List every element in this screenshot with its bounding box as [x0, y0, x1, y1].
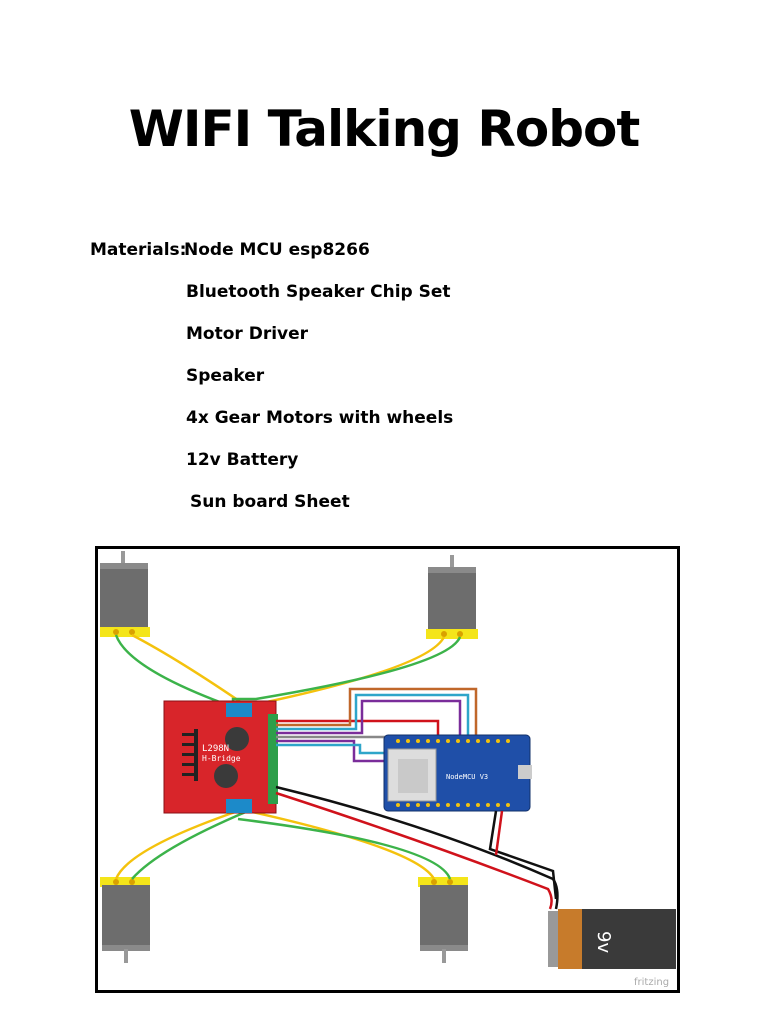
wiring-diagram-svg: L298N H-Bridge — [100, 551, 676, 988]
material-item: Bluetooth Speaker Chip Set — [186, 282, 451, 302]
driver-label-2: H-Bridge — [202, 754, 241, 763]
motor-bottom-right — [418, 877, 468, 963]
material-item: 12v Battery — [186, 450, 299, 470]
power-wires — [275, 785, 559, 910]
materials-label: Materials: — [90, 240, 187, 260]
material-item: Node MCU esp8266 — [184, 240, 370, 260]
motor-wires — [114, 633, 462, 880]
material-item: Motor Driver — [186, 324, 309, 344]
motor-bottom-left — [100, 877, 150, 963]
material-item: Speaker — [186, 366, 265, 386]
material-item: 4x Gear Motors with wheels — [186, 408, 454, 428]
driver-label-1: L298N — [202, 744, 229, 754]
fritzing-watermark: fritzing — [634, 977, 669, 988]
motor-top-left — [100, 551, 150, 637]
material-item: Sun board Sheet — [190, 492, 350, 512]
battery-9v: 9v — [548, 909, 676, 969]
motor-top-right — [426, 555, 478, 639]
battery-label: 9v — [593, 931, 614, 953]
nodemcu-label: NodeMCU V3 — [446, 773, 488, 781]
page-title: WIFI Talking Robot — [128, 100, 641, 158]
nodemcu-board: NodeMCU V3 — [383, 734, 532, 812]
motor-driver-board: L298N H-Bridge — [163, 700, 278, 814]
wiring-diagram: L298N H-Bridge — [95, 546, 680, 993]
